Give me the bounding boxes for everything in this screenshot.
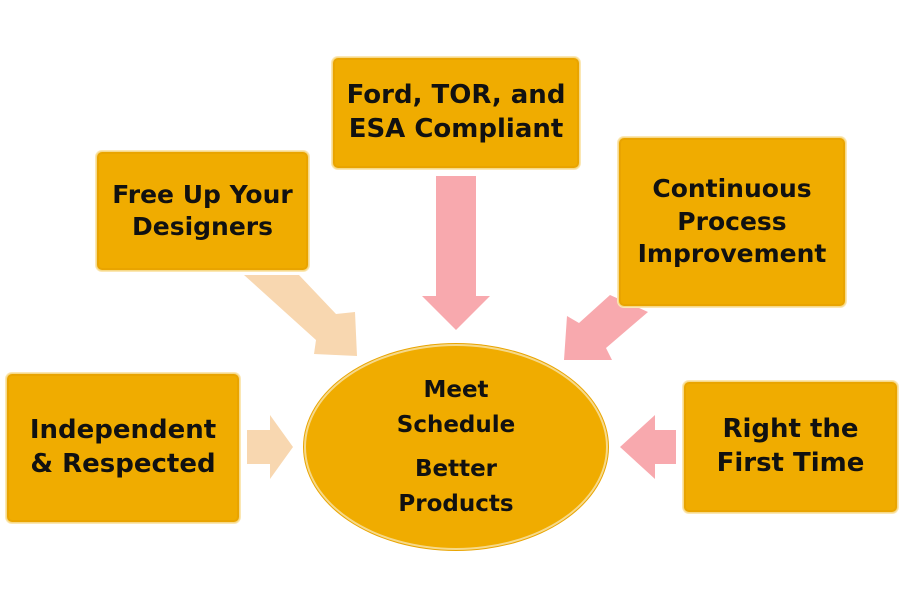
continuous-improvement-box: Continuous Process Improvement xyxy=(618,137,846,307)
right-first-time-box: Right the First Time xyxy=(683,381,898,513)
right-first-time-label: Right the First Time xyxy=(716,414,865,478)
arrow-left-pink xyxy=(620,415,676,479)
arrow-down-pink xyxy=(422,176,490,330)
center-goal-ellipse: Meet Schedule Better Products xyxy=(304,344,608,550)
continuous-improvement-label: Continuous Process Improvement xyxy=(637,174,827,269)
independent-respected-label: Independent & Respected xyxy=(29,415,217,479)
center-meet-schedule-label: Meet Schedule xyxy=(396,377,516,438)
ford-tor-esa-box: Ford, TOR, and ESA Compliant xyxy=(332,57,580,169)
center-better-products-label: Better Products xyxy=(398,456,514,517)
ford-tor-esa-label: Ford, TOR, and ESA Compliant xyxy=(346,80,566,144)
arrow-diagonal-peach xyxy=(244,275,357,356)
arrow-right-peach xyxy=(247,415,293,479)
free-up-designers-label: Free Up Your Designers xyxy=(112,179,293,242)
free-up-designers-box: Free Up Your Designers xyxy=(96,151,309,271)
independent-respected-box: Independent & Respected xyxy=(6,373,240,523)
arrow-diagonal-pink xyxy=(564,295,648,360)
